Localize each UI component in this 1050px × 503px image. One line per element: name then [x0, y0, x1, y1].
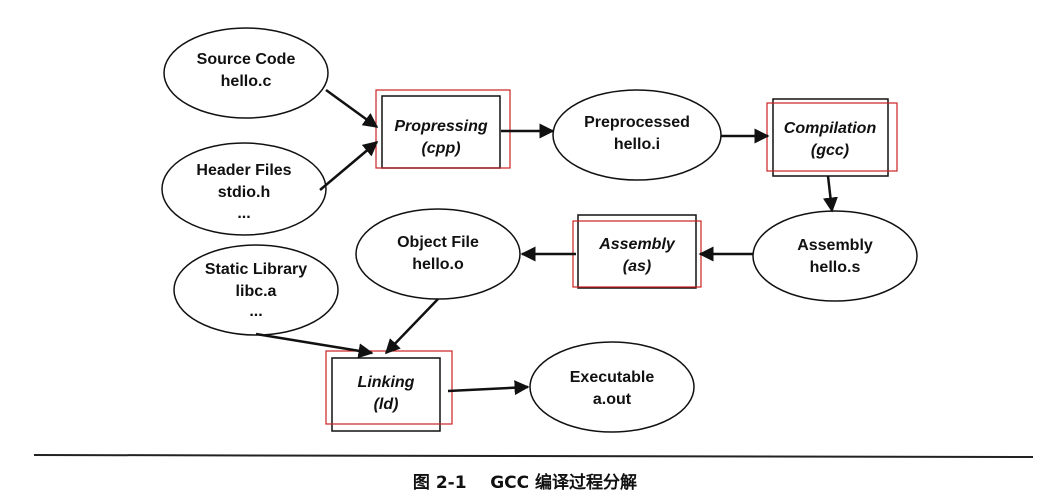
node-source-code-label: Source Code: [197, 51, 296, 68]
step-preprocessing: Propressing (cpp): [375, 89, 511, 169]
step-compilation: Compilation (gcc): [766, 98, 898, 177]
node-assembly-file: Assembly hello.s: [752, 210, 918, 302]
step-assembly-label: Assembly: [598, 236, 676, 253]
node-header-files-file: stdio.h: [218, 184, 270, 201]
node-static-library: Static Library libc.a ...: [173, 244, 339, 336]
arrow-linking-to-executable: [447, 380, 530, 396]
step-linking-label: Linking: [358, 374, 415, 391]
node-source-code: Source Code hello.c: [163, 27, 329, 119]
node-static-library-label: Static Library: [205, 261, 307, 278]
step-preprocessing-tool: (cpp): [421, 140, 460, 157]
node-object-file-label: Object File: [397, 234, 479, 251]
node-object-file: Object File hello.o: [355, 208, 521, 300]
node-executable-label: Executable: [570, 369, 655, 386]
arrow-source-to-preprocessing: [325, 88, 379, 129]
node-executable: Executable a.out: [529, 341, 695, 433]
step-compilation-tool: (gcc): [811, 142, 849, 159]
node-source-code-file: hello.c: [221, 73, 272, 90]
node-static-library-file: libc.a: [236, 283, 277, 300]
node-object-file-file: hello.o: [412, 256, 464, 273]
node-static-library-more: ...: [249, 303, 262, 320]
step-assembly-tool: (as): [623, 258, 651, 275]
step-preprocessing-label: Propressing: [394, 118, 488, 135]
node-assembly-file-file: hello.s: [810, 259, 861, 276]
arrow-compilation-to-assembly-file: [823, 175, 838, 213]
step-compilation-label: Compilation: [784, 120, 877, 137]
arrow-header-to-preprocessing: [319, 141, 379, 191]
caption-divider: [33, 454, 1034, 458]
node-preprocessed-label: Preprocessed: [584, 114, 690, 131]
node-assembly-file-label: Assembly: [797, 237, 873, 254]
step-assembly: Assembly (as): [572, 214, 702, 289]
step-linking-tool: (ld): [374, 396, 399, 413]
node-header-files-label: Header Files: [196, 162, 291, 179]
node-header-files-more: ...: [237, 205, 250, 222]
figure-caption: 图 2-1 GCC 编译过程分解: [413, 472, 637, 493]
node-preprocessed-file: hello.i: [614, 136, 660, 153]
node-preprocessed: Preprocessed hello.i: [552, 89, 722, 181]
step-linking: Linking (ld): [325, 350, 453, 432]
node-header-files: Header Files stdio.h ...: [161, 142, 327, 236]
node-executable-file: a.out: [593, 391, 632, 408]
arrow-object-to-linking: [384, 298, 439, 355]
arrow-static-library-to-linking: [255, 332, 374, 359]
